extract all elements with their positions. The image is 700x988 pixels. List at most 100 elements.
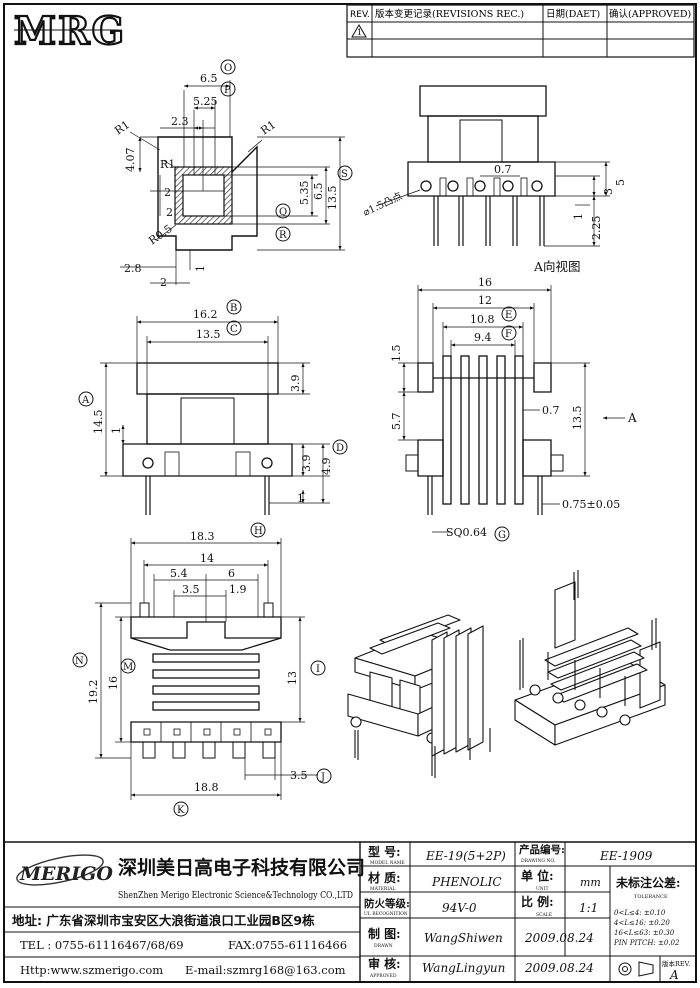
dim-label: 0.7	[542, 404, 560, 417]
dim-label: 2	[166, 206, 173, 219]
company-address: 地址: 广东省深圳市宝安区大浪街道浪口工业园B区9栋	[12, 913, 315, 928]
dim-label: 2	[160, 276, 167, 289]
marker-j: J	[316, 768, 332, 784]
model-value: EE-19(5+2P)	[425, 849, 506, 863]
marker-r: R	[275, 226, 291, 242]
dim-label: R1	[160, 158, 175, 171]
dim-label: 5	[614, 179, 627, 186]
dim-label: 5.4	[170, 567, 188, 580]
scale-value: 1:1	[579, 901, 598, 915]
sheet-border	[3, 3, 697, 983]
bottom-view-dims: 18.3 14 5.4 6 3.5 1.9 19.2 16 13 3.5 18.…	[87, 530, 308, 794]
dim-label: R1	[112, 118, 132, 137]
title-fields: 型 号: MODEL NAME EE-19(5+2P) 产品编号: DRAWIN…	[364, 843, 690, 982]
projection-symbol-icon	[618, 961, 654, 977]
svg-text:J: J	[320, 772, 325, 783]
brand-text: MERIGO	[19, 863, 113, 885]
drawing-no-value: EE-1909	[599, 849, 653, 863]
marker-e: E	[501, 306, 517, 322]
dim-label: 13.5	[326, 186, 339, 211]
dim-label: 6	[228, 567, 235, 580]
front-view	[100, 316, 330, 515]
side-view	[398, 285, 625, 533]
marker-p: P	[220, 81, 236, 97]
svg-text:R: R	[279, 230, 287, 241]
svg-text:P: P	[224, 85, 231, 96]
dim-label: 14.5	[92, 410, 105, 435]
marker-b: B	[226, 299, 242, 315]
dim-label: 2.3	[171, 115, 189, 128]
dim-label: 3.9	[300, 455, 313, 473]
company-email: E-mail:szmrg168@163.com	[185, 963, 346, 977]
dim-label: R0.5	[146, 222, 175, 247]
rev-approved-header: 确认(APPROVED)	[609, 8, 691, 20]
revision-table: REV. 版本变更记录(REVISIONS REC.) 日期(DAET) 确认(…	[346, 4, 695, 58]
a-view-caption: A向视图	[533, 259, 581, 274]
dim-label: 2	[164, 186, 171, 199]
unit-label-en: UNIT	[536, 886, 549, 892]
marker-a: A	[78, 391, 94, 407]
rev-label: 版本REV.	[662, 959, 690, 968]
drawing-no-label-en: DRAWING NO.	[521, 858, 556, 864]
dim-label: 4.07	[124, 148, 137, 173]
svg-text:N: N	[75, 656, 84, 667]
tolerance-line: PIN PITCH: ±0.02	[613, 939, 680, 947]
front-view-markers: B C A D	[78, 299, 348, 455]
dim-label: 1	[297, 492, 304, 505]
svg-text:G: G	[498, 530, 506, 541]
dim-label: 16	[478, 276, 492, 289]
svg-text:M: M	[123, 662, 133, 673]
dim-label: 3.9	[289, 375, 302, 393]
marker-n: N	[72, 652, 88, 668]
dim-label: 1.9	[229, 583, 247, 596]
rev-triangle-icon: 1	[351, 24, 367, 38]
dim-label: 5.35	[298, 181, 311, 206]
drawn-date: 2009.08.24	[524, 931, 594, 945]
drawn-label-en: DRAWN	[374, 943, 393, 949]
tolerance-title: 未标注公差:	[615, 875, 680, 890]
dim-label: 16.2	[193, 308, 218, 321]
dim-label: 0.75±0.05	[562, 498, 620, 511]
svg-text:O: O	[224, 63, 232, 74]
dim-label: 19.2	[87, 680, 100, 705]
scale-label-en: SCALE	[536, 912, 552, 918]
isometric-view-1	[347, 614, 491, 778]
svg-text:E: E	[505, 310, 512, 321]
ul-label-en: UL RECOGNITION	[364, 911, 408, 917]
marker-c: C	[226, 320, 242, 336]
marker-h: H	[250, 522, 266, 538]
model-label: 型 号:	[368, 844, 401, 859]
company-name-en: ShenZhen Merigo Electronic Science&Techn…	[118, 890, 353, 901]
svg-text:A: A	[81, 395, 90, 406]
approved-label: 审 核:	[368, 956, 401, 971]
dim-label: 4.9	[320, 458, 333, 476]
svg-text:S: S	[341, 169, 348, 180]
tolerance-line: 16<L≤63: ±0.30	[614, 929, 675, 937]
approved-label-en: APPROVED	[369, 973, 397, 979]
top-view-markers: O P Q R S	[220, 59, 353, 242]
dim-label: 14	[200, 552, 214, 565]
scale-label: 比 例:	[521, 894, 554, 909]
dim-label: 1	[110, 427, 123, 434]
dim-label: 5.7	[390, 413, 403, 431]
dim-label: 3	[602, 188, 615, 195]
side-view-markers: E F G	[494, 306, 517, 542]
rev-col-header: REV.	[350, 10, 370, 20]
marker-q: Q	[275, 203, 291, 219]
tolerance-line: 0<L≤4: ±0.10	[614, 909, 666, 917]
dim-label: 6.5	[312, 183, 325, 201]
dim-label: 13.5	[196, 328, 221, 341]
bottom-view-markers: H N M I J K	[72, 522, 332, 817]
marker-i: I	[310, 660, 326, 676]
drawn-label: 制 图:	[368, 926, 401, 941]
dim-label: 5.25	[193, 95, 218, 108]
marker-o: O	[220, 59, 236, 75]
svg-text:D: D	[336, 443, 344, 454]
dim-label: 3.5	[290, 769, 308, 782]
front-view-dims: 16.2 13.5 3.9 14.5 1 3.9 4.9 1	[92, 308, 333, 505]
bottom-view	[95, 538, 318, 800]
rev-desc-header: 版本变更记录(REVISIONS REC.)	[375, 8, 524, 20]
dim-label: 6.5	[200, 72, 218, 85]
drawing-no-label: 产品编号:	[519, 843, 565, 856]
material-label-en: MATERIAL	[370, 886, 395, 892]
